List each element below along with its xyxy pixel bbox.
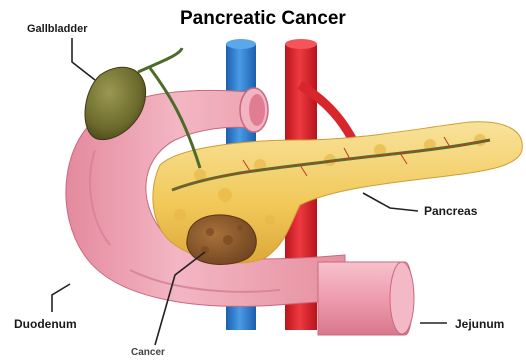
gallbladder-leader-line	[72, 38, 95, 80]
jejunum-segment	[318, 262, 414, 335]
pancreas-label: Pancreas	[424, 205, 477, 217]
duodenum-leader-line	[52, 284, 70, 312]
gallbladder-label: Gallbladder	[27, 24, 88, 35]
cancer-label: Cancer	[131, 348, 165, 358]
jejunum-label: Jejunum	[455, 318, 504, 330]
duodenum-label: Duodenum	[14, 318, 77, 330]
diagram-title: Pancreatic Cancer	[180, 9, 346, 28]
pancreas-leader-line	[363, 193, 418, 211]
